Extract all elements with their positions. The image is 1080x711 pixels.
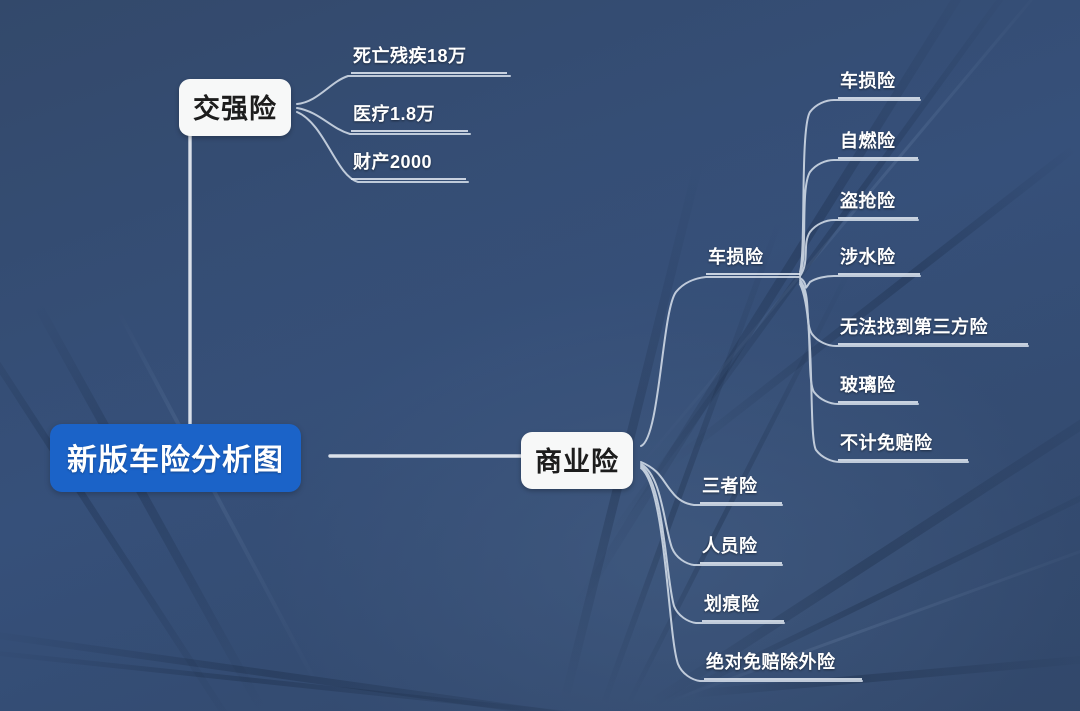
branch-node-syx-label: 商业险: [535, 447, 619, 477]
mid-node-csx-label: 车损险: [708, 247, 764, 267]
leaf-node-csx-6-label: 玻璃险: [840, 375, 896, 395]
leaf-node-jqx-2[interactable]: 医疗1.8万: [351, 100, 468, 132]
leaf-node-jqx-3[interactable]: 财产2000: [351, 148, 466, 180]
leaf-node-syx-5[interactable]: 绝对免赔除外险: [704, 648, 862, 680]
leaf-node-csx-2-label: 自燃险: [840, 131, 896, 151]
root-node-label: 新版车险分析图: [67, 444, 284, 477]
leaf-node-csx-1[interactable]: 车损险: [838, 67, 920, 99]
leaf-node-jqx-1-label: 死亡残疾18万: [353, 46, 467, 66]
mid-node-csx[interactable]: 车损险: [706, 243, 800, 275]
leaf-node-jqx-2-label: 医疗1.8万: [353, 104, 436, 124]
leaf-node-syx-3[interactable]: 人员险: [700, 532, 782, 564]
leaf-node-csx-5-label: 无法找到第三方险: [840, 317, 988, 337]
leaf-node-syx-4-label: 划痕险: [704, 594, 760, 614]
leaf-node-csx-2[interactable]: 自燃险: [838, 127, 918, 159]
leaf-node-csx-6[interactable]: 玻璃险: [838, 371, 918, 403]
leaf-node-csx-3[interactable]: 盗抢险: [838, 187, 918, 219]
leaf-node-csx-5[interactable]: 无法找到第三方险: [838, 313, 1028, 345]
branch-node-jqx-label: 交强险: [193, 94, 277, 124]
leaf-node-syx-5-label: 绝对免赔除外险: [706, 652, 836, 672]
leaf-node-csx-7[interactable]: 不计免赔险: [838, 429, 968, 461]
leaf-node-syx-2-label: 三者险: [702, 476, 758, 496]
leaf-node-csx-4-label: 涉水险: [840, 247, 896, 267]
leaf-node-jqx-3-label: 财产2000: [353, 152, 433, 172]
leaf-node-syx-4[interactable]: 划痕险: [702, 590, 784, 622]
branch-node-syx[interactable]: 商业险: [521, 432, 633, 489]
leaf-node-syx-2[interactable]: 三者险: [700, 472, 782, 504]
leaf-node-jqx-1[interactable]: 死亡残疾18万: [351, 42, 507, 74]
leaf-node-syx-3-label: 人员险: [702, 536, 758, 556]
branch-node-jqx[interactable]: 交强险: [179, 79, 291, 136]
leaf-node-csx-1-label: 车损险: [840, 71, 896, 91]
leaf-node-csx-4[interactable]: 涉水险: [838, 243, 920, 275]
leaf-node-csx-3-label: 盗抢险: [840, 191, 896, 211]
root-node[interactable]: 新版车险分析图: [50, 424, 301, 492]
leaf-node-csx-7-label: 不计免赔险: [840, 433, 933, 453]
